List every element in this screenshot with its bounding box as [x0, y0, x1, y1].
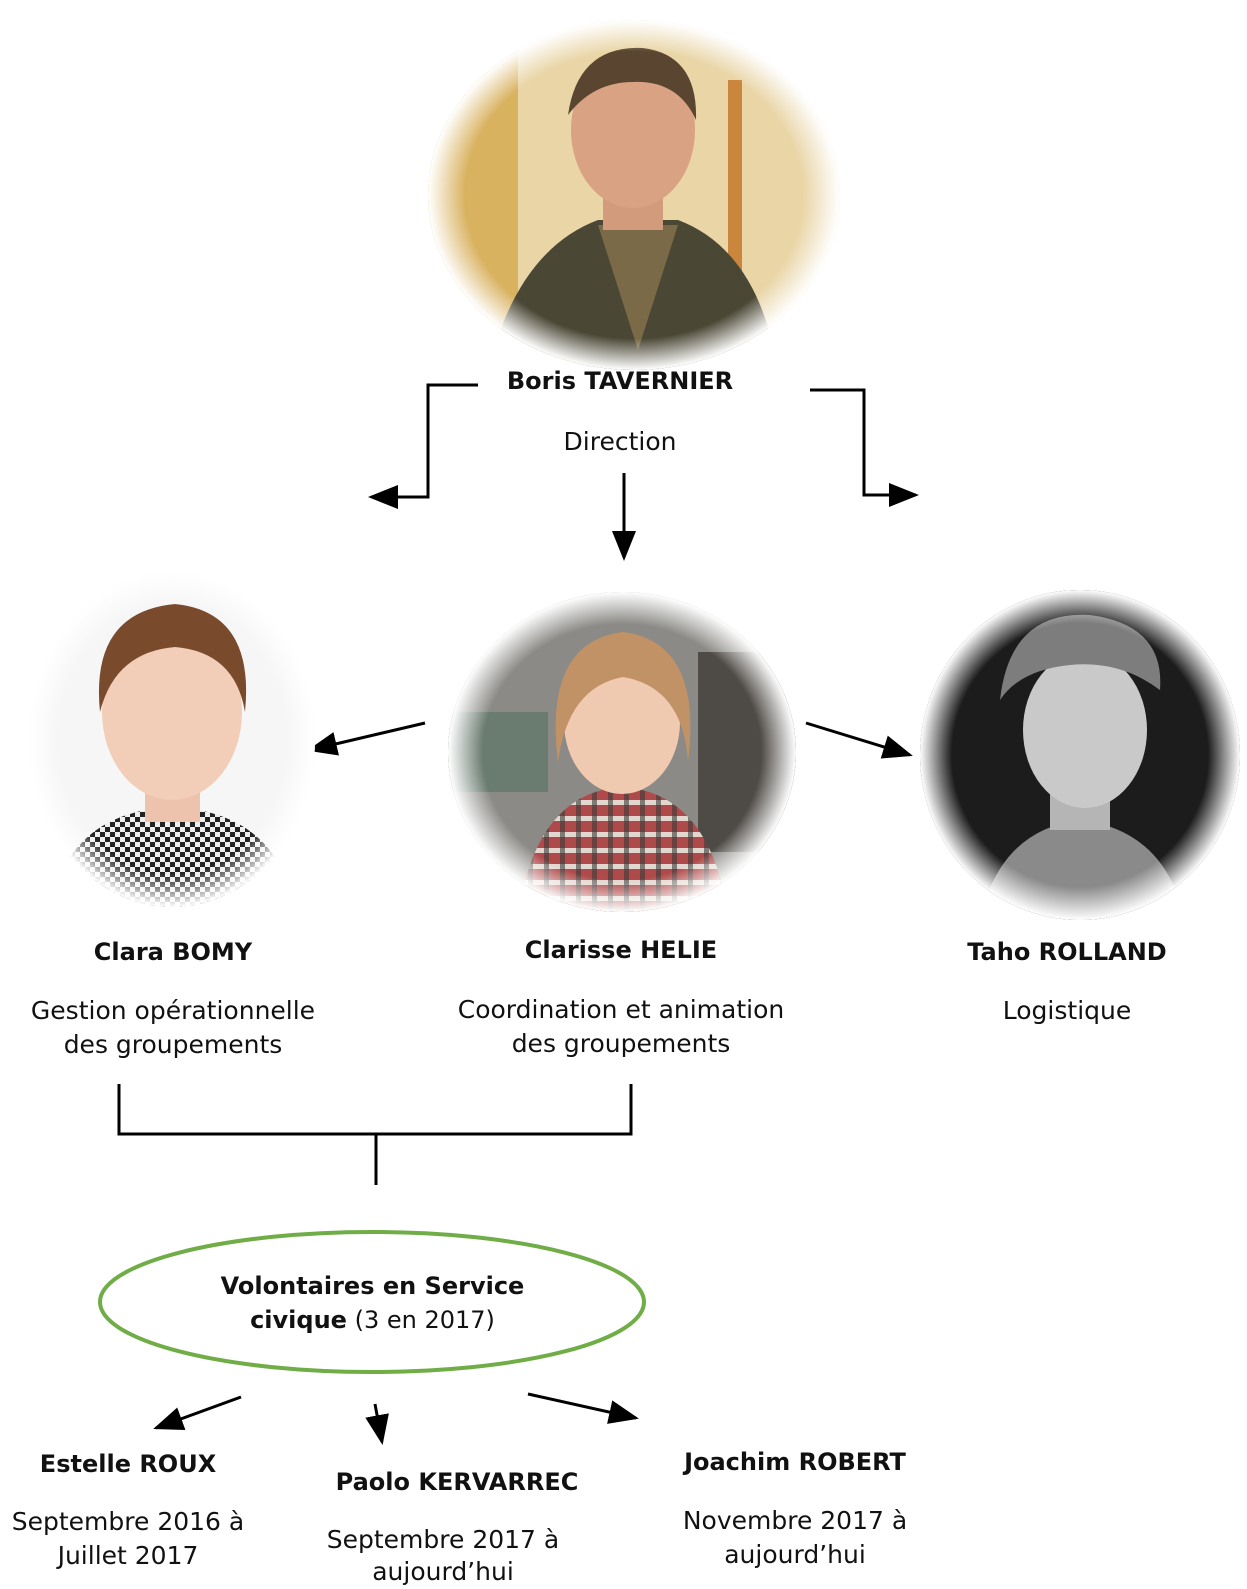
clara-role-line2: des groupements [63, 1030, 283, 1059]
clara-role-line1: Gestion opérationnelle [30, 996, 316, 1025]
clarisse-photo [448, 592, 796, 912]
volunteers-ellipse [98, 1230, 646, 1374]
paolo-period-line2: aujourd’hui [372, 1557, 514, 1586]
bracket-connector [117, 1084, 633, 1136]
clarisse-role-line2: des groupements [511, 1029, 731, 1058]
taho-photo [920, 590, 1240, 920]
estelle-period-line1: Septembre 2016 à [11, 1507, 245, 1536]
joachim-period-line1: Novembre 2017 à [682, 1506, 908, 1535]
volunteers-title-line1: Volontaires en Service [220, 1271, 525, 1300]
paolo-name: Paolo KERVARREC [335, 1468, 579, 1496]
arrow-to-estelle [153, 1395, 242, 1431]
estelle-period-line2: Juillet 2017 [57, 1541, 199, 1570]
arrow-clarisse-to-clara [307, 721, 426, 756]
arrow-director-to-left [368, 383, 478, 509]
taho-name: Taho ROLLAND [967, 938, 1167, 966]
paolo-period-line1: Septembre 2017 à [326, 1525, 560, 1554]
taho-role-line1: Logistique [1002, 996, 1132, 1025]
clarisse-name: Clarisse HELIE [524, 936, 718, 964]
volunteers-title-bold: civique [250, 1305, 347, 1334]
director-role: Direction [563, 427, 677, 456]
clarisse-role-line1: Coordination et animation [457, 995, 785, 1024]
director-name: Boris TAVERNIER [506, 367, 734, 395]
joachim-name: Joachim ROBERT [684, 1448, 906, 1476]
arrow-to-joachim [527, 1392, 639, 1424]
arrow-clarisse-to-taho [805, 721, 913, 759]
volunteers-count: (3 en 2017) [346, 1305, 495, 1334]
arrow-to-paolo [365, 1403, 389, 1445]
arrow-director-to-right [810, 388, 919, 507]
clara-photo [30, 572, 315, 907]
clara-name: Clara BOMY [93, 938, 253, 966]
joachim-period-line2: aujourd’hui [724, 1540, 866, 1569]
estelle-name: Estelle ROUX [39, 1450, 217, 1478]
volunteers-box: Volontaires en Service civique (3 en 201… [100, 1230, 645, 1375]
director-photo [428, 20, 840, 370]
